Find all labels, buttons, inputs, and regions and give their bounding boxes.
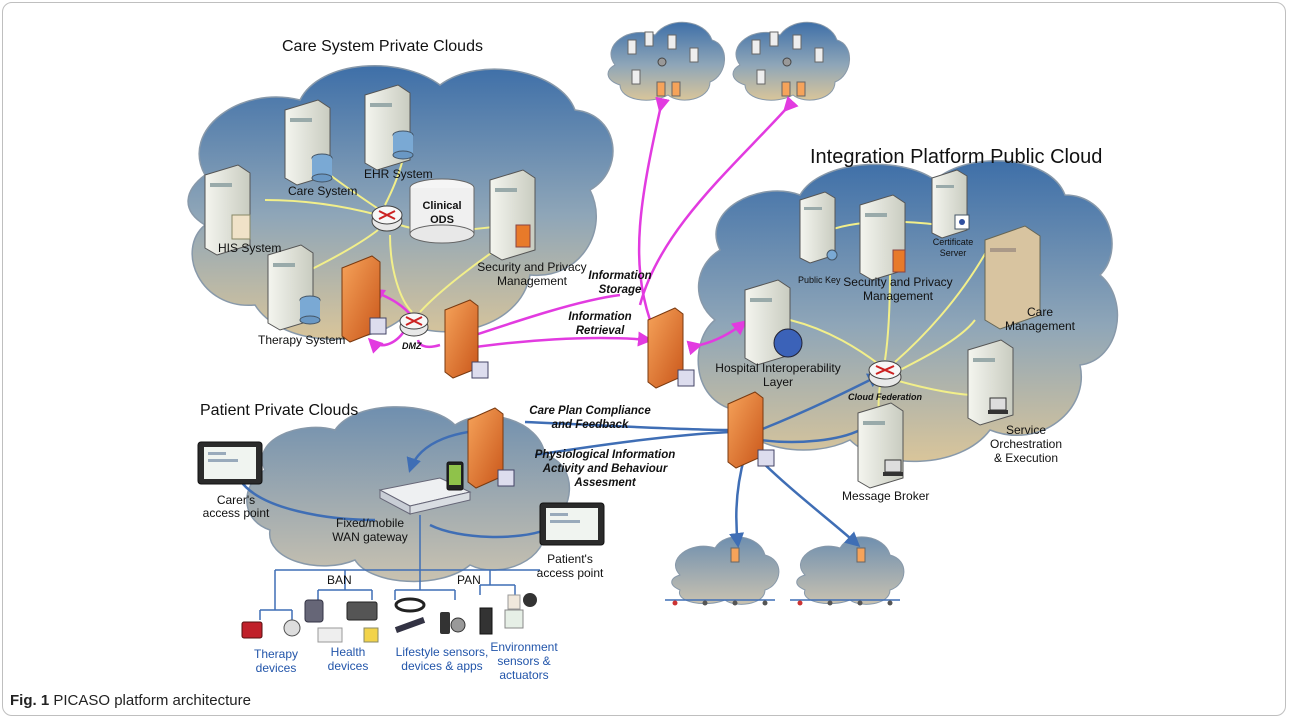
clinical-ods-label-1: Clinical	[422, 200, 462, 212]
patient-access-label-1: Patient's	[547, 552, 593, 566]
remote-cloud-bottom-1	[665, 536, 780, 606]
therapy-devices-label-2: devices	[255, 661, 297, 675]
remote-cloud-bottom-2	[790, 536, 905, 606]
care-management-label-2: Management	[1004, 319, 1076, 333]
dmz-router-icon	[399, 312, 429, 337]
integration-firewall-top-icon	[647, 307, 695, 389]
cloud-federation-label: Cloud Federation	[848, 392, 922, 402]
care-security-label-2: Management	[496, 274, 568, 288]
ban-label: BAN	[327, 573, 352, 587]
patient-region-title: Patient Private Clouds	[200, 402, 359, 419]
certificate-server-icon	[931, 169, 970, 239]
gateway-label-2: WAN gateway	[332, 530, 408, 544]
wan-gateway-icon	[378, 461, 472, 515]
integration-firewall-bottom-icon	[727, 391, 775, 469]
pan-label: PAN	[457, 573, 481, 587]
care-plan-flow-label-2: and Feedback	[551, 419, 629, 431]
care-security-server-icon	[489, 169, 536, 261]
therapy-server-icon	[267, 244, 321, 331]
his-system-label: HIS System	[218, 241, 282, 255]
device-tree	[259, 515, 540, 620]
integration-region-title: Integration Platform Public Cloud	[810, 146, 1103, 168]
patient-access-label-2: access point	[536, 566, 604, 580]
health-devices-icons	[304, 599, 379, 643]
his-server-icon	[204, 164, 251, 256]
physio-flow-label-2: Activity and Behaviour	[542, 463, 668, 475]
hospital-interoperability-server-icon	[744, 279, 803, 366]
certificate-server-label-2: Server	[939, 248, 967, 258]
care-system-server-icon	[284, 99, 333, 186]
environment-label-3: actuators	[499, 668, 549, 682]
physio-flow-label-3: Assesment	[574, 477, 636, 489]
carer-access-label-2: access point	[202, 506, 270, 520]
retrieval-flow-label-1: Information	[568, 311, 632, 323]
figure-caption: Fig. 1 PICASO platform architecture	[10, 692, 251, 709]
integration-security-server-icon	[859, 194, 906, 281]
clinical-ods-database-icon	[409, 178, 475, 244]
integration-security-label-1: Security and Privacy	[843, 275, 953, 289]
hil-label-2: Layer	[762, 375, 794, 389]
care-region-title: Care System Private Clouds	[282, 38, 483, 55]
figure-caption-label: Fig. 1	[10, 692, 50, 709]
orchestration-label-3: & Execution	[993, 451, 1059, 465]
therapy-devices-label-1: Therapy	[253, 647, 299, 661]
storage-flow-label-2: Storage	[598, 284, 642, 296]
environment-label-1: Environment	[490, 640, 558, 654]
message-broker-label: Message Broker	[842, 489, 930, 503]
patient-tablet-icon	[539, 502, 605, 546]
retrieval-flow-label-2: Retrieval	[575, 325, 625, 337]
service-orchestration-server-icon	[967, 339, 1014, 426]
patient-firewall-icon	[467, 407, 515, 489]
ehr-system-label: EHR System	[364, 167, 433, 181]
certificate-server-label-1: Certificate	[932, 237, 974, 247]
health-devices-label-1: Health	[330, 645, 366, 659]
environment-label-2: sensors &	[497, 654, 551, 668]
care-security-label-1: Security and Privacy	[477, 260, 587, 274]
care-internal-firewall-icon	[341, 255, 387, 343]
carer-access-label-1: Carer's	[216, 493, 256, 507]
care-router-icon	[371, 205, 403, 232]
carer-tablet-icon	[197, 441, 263, 485]
physio-flow-label-1: Physiological Information	[534, 449, 676, 461]
lifestyle-devices-icons	[394, 597, 466, 634]
lifestyle-label-2: devices & apps	[401, 659, 483, 673]
gateway-label-1: Fixed/mobile	[335, 516, 405, 530]
clinical-ods-label-2: ODS	[430, 214, 454, 226]
care-system-label: Care System	[288, 184, 358, 198]
ehr-server-icon	[364, 84, 414, 171]
remote-cloud-top-1	[607, 21, 725, 101]
lifestyle-label-1: Lifestyle sensors,	[395, 645, 489, 659]
hil-label-1: Hospital Interoperability	[715, 361, 841, 375]
care-plan-flow-label-1: Care Plan Compliance	[529, 405, 651, 417]
care-management-label-1: Care	[1026, 305, 1053, 319]
therapy-devices-icons	[241, 619, 301, 639]
public-key-server-icon	[799, 191, 838, 264]
orchestration-label-2: Orchestration	[989, 437, 1063, 451]
figure-caption-text: PICASO platform architecture	[53, 692, 251, 709]
care-dmz-firewall-icon	[444, 299, 489, 379]
storage-flow-label-1: Information	[588, 270, 652, 282]
message-broker-server-icon	[857, 402, 904, 489]
cloud-federation-router-icon	[868, 360, 902, 388]
integration-security-label-2: Management	[862, 289, 934, 303]
public-key-label: Public Key	[798, 275, 841, 285]
remote-cloud-top-2	[732, 21, 850, 101]
orchestration-label-1: Service	[1005, 423, 1046, 437]
health-devices-label-2: devices	[327, 659, 369, 673]
dmz-label: DMZ	[402, 341, 422, 351]
care-management-server-icon	[984, 225, 1041, 330]
environment-sensors-icons	[479, 593, 537, 635]
therapy-system-label: Therapy System	[258, 333, 346, 347]
